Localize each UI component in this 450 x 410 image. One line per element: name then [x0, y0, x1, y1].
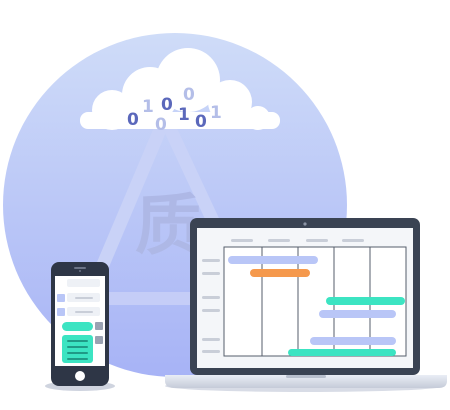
cloud-digit: 0: [155, 115, 167, 135]
gantt-bar: [288, 349, 396, 356]
phone-camera: [79, 270, 81, 272]
cloud-digit: 1: [210, 103, 222, 123]
cloud-digit: 1: [142, 97, 154, 117]
avatar: [57, 308, 65, 316]
cloud-digit: 0: [161, 95, 173, 115]
gantt-bar: [228, 256, 318, 264]
cloud-digit: 0: [127, 110, 139, 130]
phone-speaker: [74, 267, 86, 269]
phone-list-item-line: [75, 311, 93, 313]
avatar: [95, 322, 103, 330]
cloud-digit: 0: [195, 112, 207, 132]
gantt-row-labels: [202, 259, 220, 353]
phone-list-item: [67, 279, 100, 287]
cloud-digit: 0: [183, 85, 195, 105]
gantt-bar: [319, 310, 396, 318]
phone-home-button[interactable]: [75, 371, 85, 381]
phone-task-card-lines: [67, 340, 88, 360]
gantt-bar: [250, 269, 310, 277]
cloud-icon: [80, 48, 280, 130]
laptop-base: [165, 375, 447, 388]
laptop-notch: [286, 375, 326, 378]
avatar: [57, 294, 65, 302]
avatar: [95, 336, 103, 344]
gantt-header: [231, 239, 364, 242]
phone-highlight-pill: [62, 322, 93, 331]
cloud-digit: 1: [178, 105, 190, 125]
gantt-bar: [326, 297, 405, 305]
laptop-camera: [303, 222, 307, 226]
gantt-bar: [310, 337, 396, 345]
phone-list-item-line: [75, 297, 93, 299]
